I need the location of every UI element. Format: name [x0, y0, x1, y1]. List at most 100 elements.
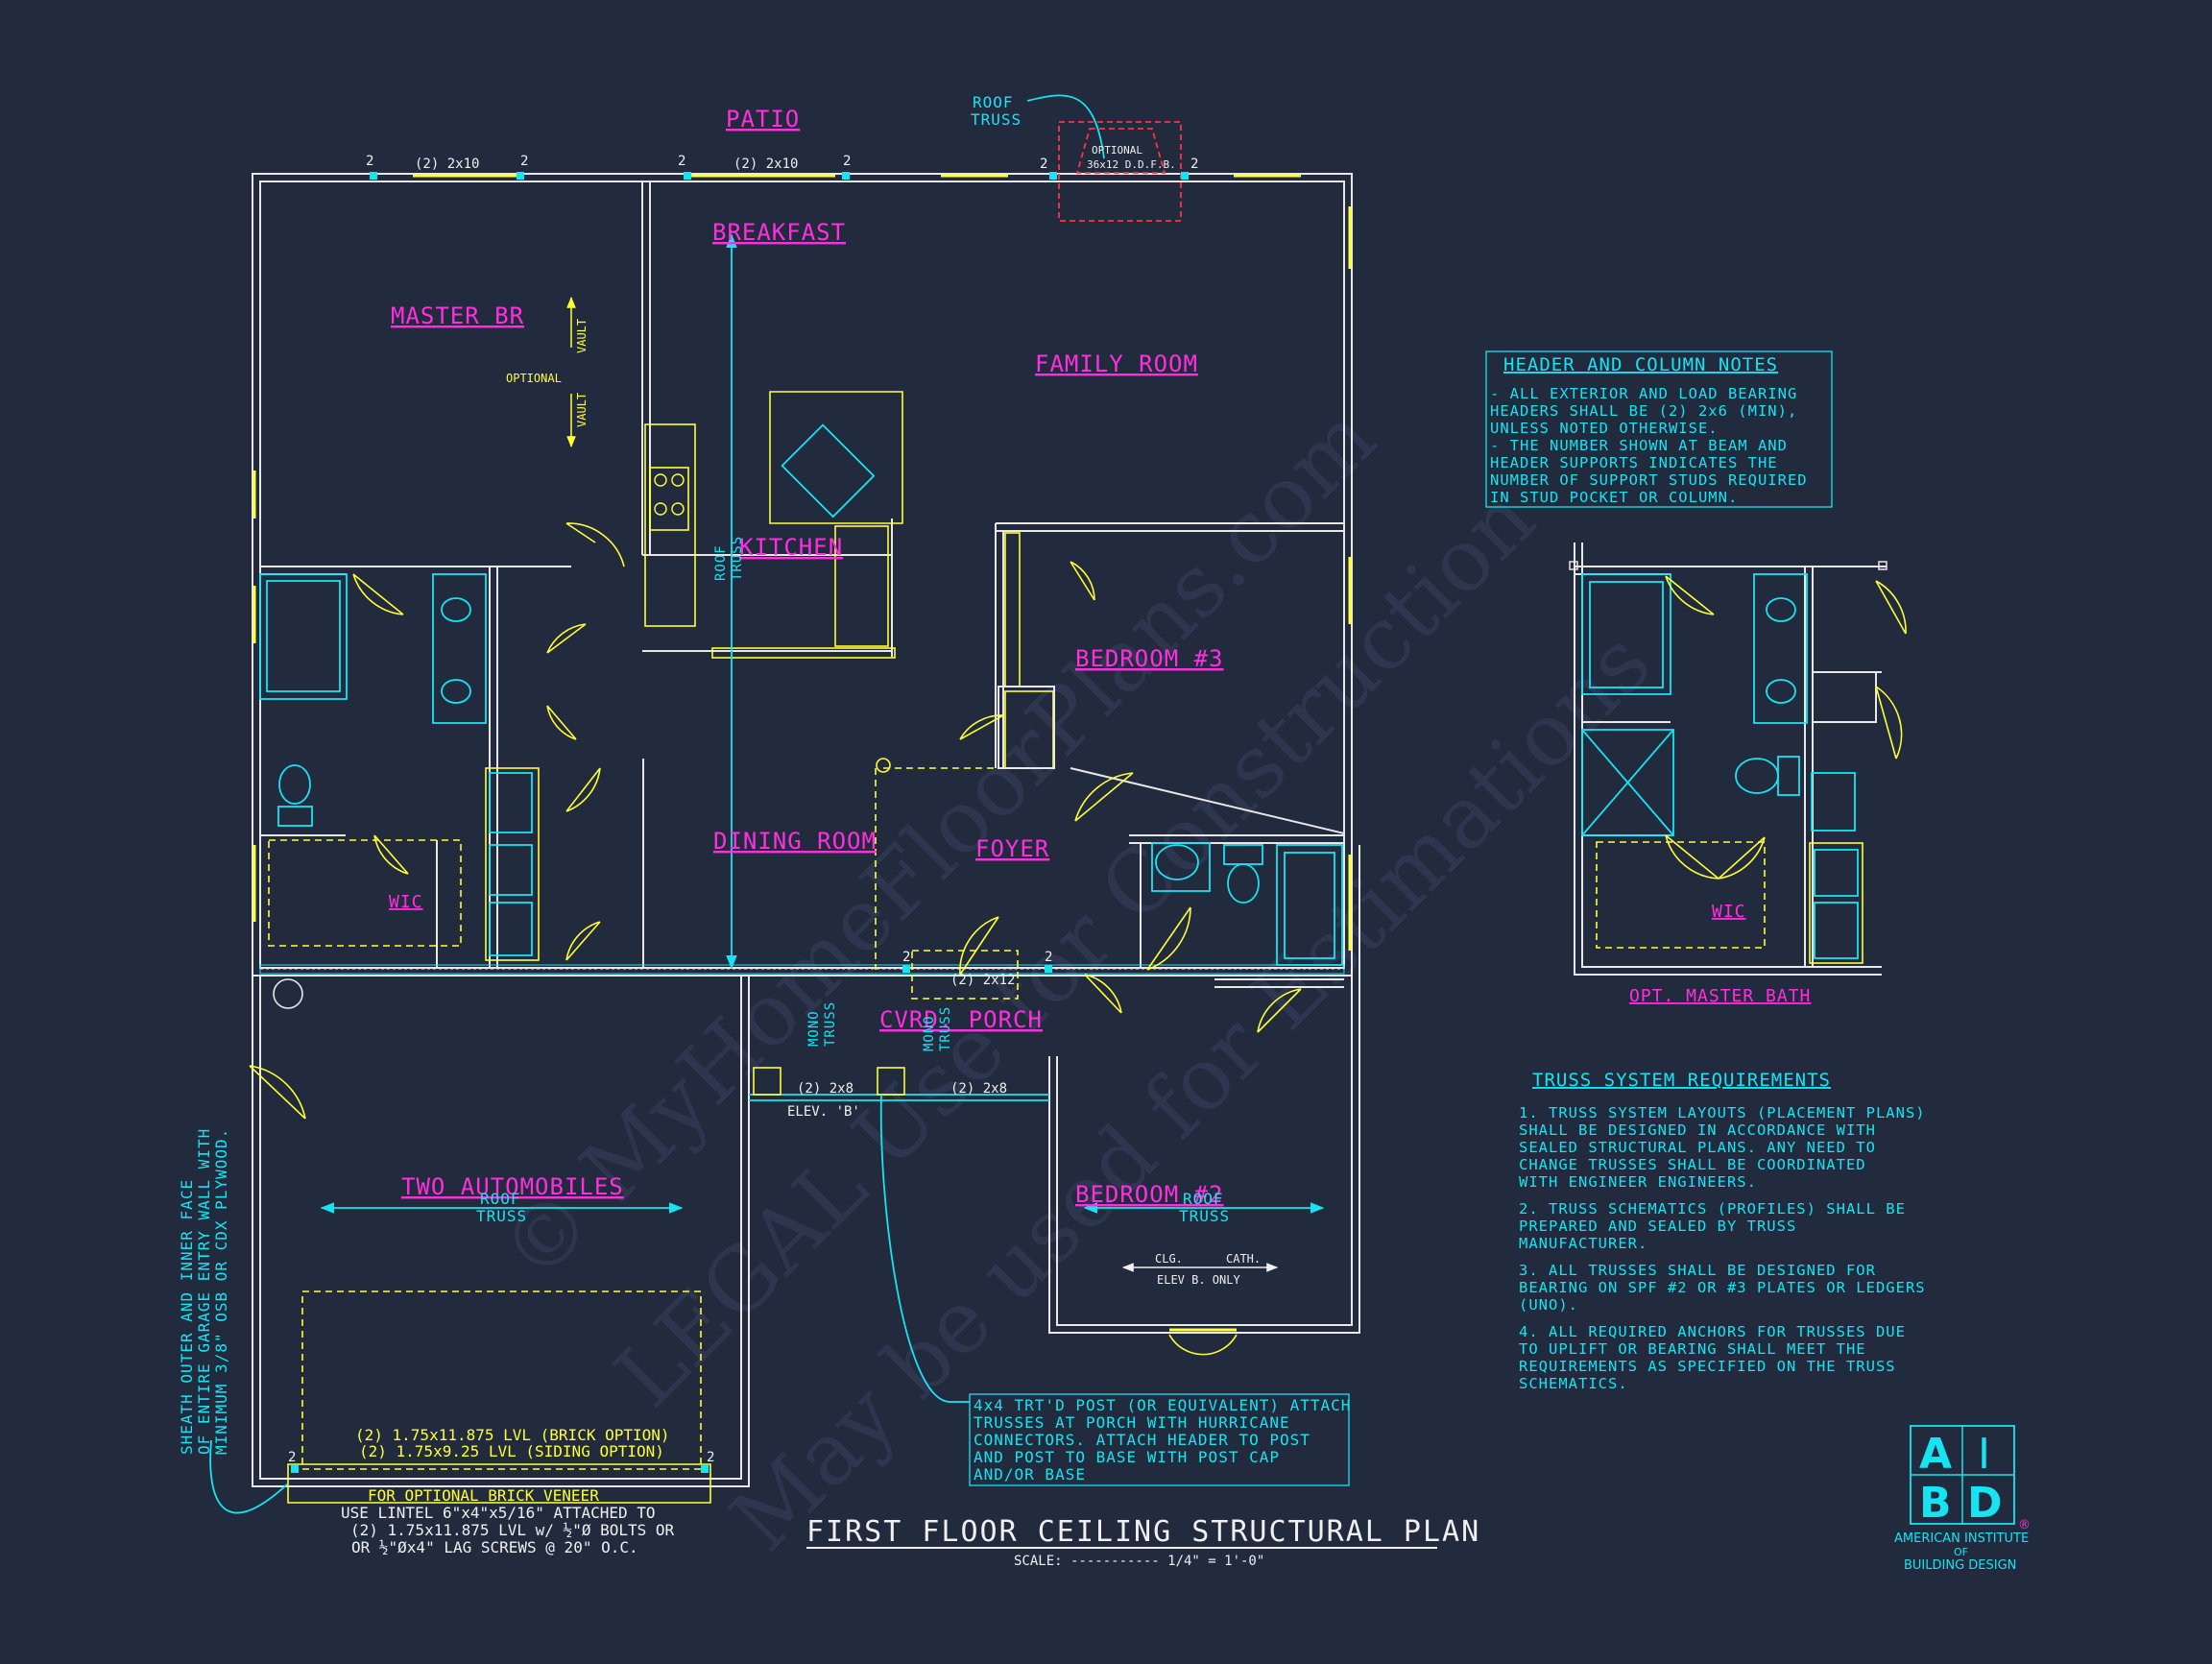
header-note-line-3: UNLESS NOTED OTHERWISE. [1490, 420, 1719, 437]
lvl-brick-label: (2) 1.75x11.875 LVL (BRICK OPTION) [355, 1426, 670, 1444]
kitchen-roof-truss: ROOF TRUSS [713, 536, 745, 581]
room-label-two-automobiles: TWO AUTOMOBILES [401, 1173, 624, 1200]
brick-note-1: FOR OPTIONAL BRICK VENEER [368, 1486, 599, 1505]
room-label-wic: WIC [389, 892, 423, 912]
stud-count-7: 2 [902, 950, 910, 965]
optional-bay-label-1: OPTIONAL [1092, 144, 1142, 157]
truss-note-line-15: SCHEMATICS. [1519, 1375, 1628, 1392]
truss-note-line-3: SEALED STRUCTURAL PLANS. ANY NEED TO [1519, 1139, 1876, 1156]
brick-note-2: USE LINTEL 6"x4"x5/16" ATTACHED TO [341, 1504, 656, 1522]
room-label-breakfast: BREAKFAST [712, 219, 846, 246]
truss-note-line-14: REQUIREMENTS AS SPECIFIED ON THE TRUSS [1519, 1358, 1896, 1375]
optional-bay [1058, 121, 1182, 222]
roof-truss-label-2: TRUSS [971, 110, 1022, 129]
hall-bath-fixtures [1151, 842, 1343, 966]
post-note-leader [879, 1094, 970, 1403]
mono-truss-right: MONO TRUSS [922, 1006, 953, 1051]
header-2x8-b: (2) 2x8 [950, 1081, 1007, 1097]
stud-count-3: 2 [678, 154, 685, 169]
sheath-note-1: SHEATH OUTER AND INNER FACE [178, 1179, 196, 1455]
stud-count-2: 2 [520, 154, 528, 169]
room-label-family-room: FAMILY ROOM [1035, 350, 1198, 377]
doors [249, 522, 1302, 1356]
bedroom3-closet [998, 532, 1055, 769]
mono-truss-right-2: TRUSS [938, 1006, 953, 1051]
brick-note-3: (2) 1.75x11.875 LVL w/ ½"Ø BOLTS OR [350, 1521, 675, 1539]
watermark-line-2: LEGAL Use for Construction [596, 469, 1553, 1426]
room-label-bedroom3: BEDROOM #3 [1075, 645, 1224, 672]
stud-count-6: 2 [1190, 157, 1198, 172]
header-note-line-1: - ALL EXTERIOR AND LOAD BEARING [1490, 385, 1797, 402]
master-bath-fixtures [259, 573, 540, 961]
header-note-line-4: - THE NUMBER SHOWN AT BEAM AND [1490, 437, 1788, 454]
stud-count-5: 2 [1040, 157, 1047, 172]
header-note-line-5: HEADER SUPPORTS INDICATES THE [1490, 454, 1778, 471]
truss-note-line-9: 3. ALL TRUSSES SHALL BE DESIGNED FOR [1519, 1262, 1876, 1279]
opt-master-bath-label: OPT. MASTER BATH [1629, 986, 1811, 1006]
room-label-dining-room: DINING ROOM [713, 828, 877, 855]
logo-letter-d: D [1967, 1479, 2003, 1528]
post-note-2: TRUSSES AT PORCH WITH HURRICANE [974, 1413, 1290, 1432]
kitchen-roof-truss-1: ROOF [713, 544, 729, 581]
stud-count-10: 2 [707, 1450, 714, 1465]
kitchen-roof-truss-2: TRUSS [730, 536, 745, 581]
elev-b-label: ELEV. 'B' [787, 1104, 860, 1120]
sheath-note-leader [209, 1439, 289, 1514]
mono-truss-left-2: TRUSS [823, 1001, 838, 1047]
house-walls [252, 173, 1360, 1487]
truss-notes-title: TRUSS SYSTEM REQUIREMENTS [1532, 1070, 1831, 1091]
covered-porch [749, 758, 1049, 1101]
optional-bay-label-2: 36x12 D.D.F.B. [1087, 158, 1176, 171]
stud-count-8: 2 [1045, 950, 1052, 965]
clg-label: CLG. [1155, 1252, 1183, 1266]
header-2x8-a: (2) 2x8 [797, 1081, 854, 1097]
mono-truss-left: MONO TRUSS [806, 1001, 838, 1047]
post-note-5: AND/OR BASE [974, 1465, 1086, 1483]
header-2x12: (2) 2x12 [950, 973, 1015, 988]
sheath-note: SHEATH OUTER AND INNER FACE OF ENTIRE GA… [178, 1128, 230, 1455]
truss-note-line-2: SHALL BE DESIGNED IN ACCORDANCE WITH [1519, 1121, 1876, 1139]
brick-note-4: OR ½"Øx4" LAG SCREWS @ 20" O.C. [351, 1538, 638, 1556]
stud-markers [291, 172, 1189, 1473]
truss-note-line-1: 1. TRUSS SYSTEM LAYOUTS (PLACEMENT PLANS… [1519, 1104, 1926, 1121]
elev-b-only-label: ELEV B. ONLY [1157, 1273, 1240, 1287]
bed2-roof-label-2: TRUSS [1179, 1207, 1230, 1225]
header-notes-title: HEADER AND COLUMN NOTES [1503, 354, 1778, 375]
opt-wic-label: WIC [1712, 902, 1746, 922]
room-label-bedroom2: BEDROOM #2 [1075, 1181, 1224, 1208]
aibd-logo: A I B D ® AMERICAN INSTITUTE OF BUILDING… [1894, 1425, 2031, 1573]
optional-label: OPTIONAL [506, 372, 562, 385]
room-label-cvrd-porch: CVRD. PORCH [879, 1006, 1043, 1033]
windows [252, 174, 1352, 951]
truss-notes: TRUSS SYSTEM REQUIREMENTS 1. TRUSS SYSTE… [1519, 1070, 1926, 1392]
roof-truss-label-1: ROOF [973, 93, 1014, 111]
sheath-note-3: MINIMUM 3/8" OSB OR CDX PLYWOOD. [212, 1128, 230, 1455]
logo-letter-b: B [1919, 1479, 1952, 1528]
garage-fixtures [273, 978, 711, 1504]
truss-note-line-7: PREPARED AND SEALED BY TRUSS [1519, 1218, 1796, 1235]
mono-truss-right-1: MONO [922, 1015, 937, 1051]
mono-truss-left-1: MONO [806, 1010, 822, 1047]
stud-count-4: 2 [843, 154, 851, 169]
sheath-note-2: OF ENTIRE GARAGE ENTRY WALL WITH [195, 1128, 213, 1455]
header-2x10-a: (2) 2x10 [415, 157, 479, 172]
logo-letter-a: A [1919, 1430, 1952, 1479]
post-note-4: AND POST TO BASE WITH POST CAP [974, 1448, 1280, 1466]
logo-letter-i: I [1978, 1430, 1990, 1479]
truss-note-line-4: CHANGE TRUSSES SHALL BE COORDINATED [1519, 1156, 1866, 1173]
truss-note-line-10: BEARING ON SPF #2 OR #3 PLATES OR LEDGER… [1519, 1279, 1926, 1296]
kitchen-fixtures [644, 391, 903, 659]
truss-note-line-5: WITH ENGINEER ENGINEERS. [1519, 1173, 1757, 1191]
post-note-3: CONNECTORS. ATTACH HEADER TO POST [974, 1431, 1310, 1449]
truss-note-line-12: 4. ALL REQUIRED ANCHORS FOR TRUSSES DUE [1519, 1323, 1906, 1340]
room-label-kitchen: KITCHEN [739, 534, 843, 561]
garage-roof-label-1: ROOF [480, 1190, 521, 1208]
optional-master-bath-plan: WIC OPT. MASTER BATH [1569, 543, 1907, 1006]
header-notes-box: HEADER AND COLUMN NOTES - ALL EXTERIOR A… [1485, 350, 1833, 508]
header-2x10-b: (2) 2x10 [733, 157, 798, 172]
room-label-master-br: MASTER BR [391, 302, 524, 329]
logo-registered: ® [2018, 1518, 2031, 1532]
truss-note-line-13: TO UPLIFT OR BEARING SHALL MEET THE [1519, 1340, 1866, 1358]
header-note-line-7: IN STUD POCKET OR COLUMN. [1490, 489, 1738, 506]
